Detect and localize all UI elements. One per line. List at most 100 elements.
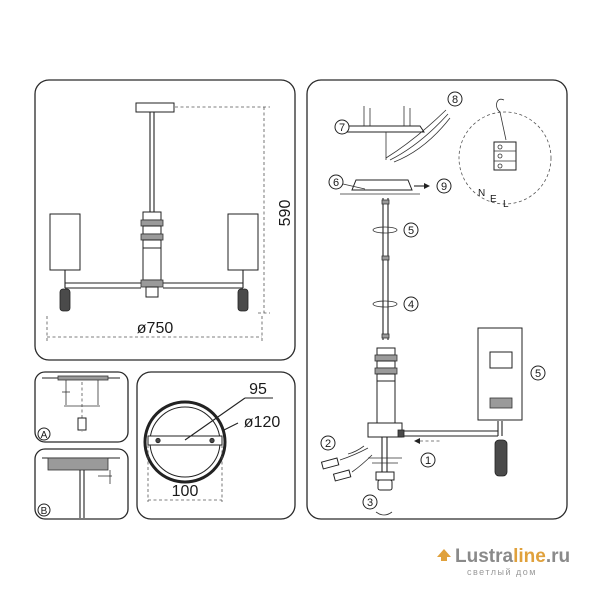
terminal-screw [497, 153, 503, 159]
canopy-panel-frame [136, 371, 296, 520]
terminal-screw [497, 144, 503, 150]
brand-name-part3: .ru [546, 546, 570, 567]
detail-b-label: B [41, 506, 48, 517]
callout-8-badge [447, 91, 463, 107]
callout-6-leader [342, 183, 366, 190]
glass-shade-left [49, 213, 81, 271]
canopy-panel: 95 ø120 100 [136, 371, 296, 520]
canopy-section [47, 457, 109, 471]
detail-a-frame [34, 371, 129, 443]
callout-4-label: 4 [408, 299, 414, 311]
callout-1-badge [420, 452, 436, 468]
callout-3-label: 3 [367, 497, 373, 509]
callout-4-badge [403, 296, 419, 312]
callout-6-badge [328, 174, 344, 190]
dimension-panel-frame [34, 79, 296, 361]
bulb-socket [489, 397, 513, 409]
arm-socket [397, 429, 405, 438]
callout-1-label: 1 [425, 455, 431, 467]
column-ring [140, 219, 164, 227]
dimension-120-leader [223, 422, 239, 431]
connector-wire [347, 445, 365, 455]
mounting-hole [209, 437, 215, 444]
column-body [142, 247, 162, 281]
column-ring [376, 347, 396, 356]
ceiling-canopy [135, 102, 175, 113]
dimension-120-label: ø120 [244, 414, 281, 431]
callout-7-label: 7 [339, 122, 345, 134]
assembly-panel: 7 8 N E L 6 9 [306, 79, 568, 520]
detail-panel-b: B [34, 448, 129, 520]
column-ring [376, 360, 396, 369]
supply-wire [393, 117, 451, 163]
mounting-bar [147, 435, 223, 446]
column-body [376, 380, 396, 424]
terminal-block [493, 141, 517, 171]
detail-a-label: A [41, 430, 48, 441]
callout-9-label: 9 [441, 181, 447, 193]
finial-nut [375, 471, 395, 481]
dimension-95-label: 95 [249, 381, 267, 398]
brand-watermark: Lustraline.ru светлый дом [437, 546, 570, 577]
mount-plate [57, 375, 109, 381]
column-finial [145, 286, 159, 298]
column-ring [142, 239, 162, 249]
rod-joint [381, 333, 390, 339]
dimension-100-label: 100 [172, 483, 199, 500]
canopy-outer-ring [143, 400, 227, 484]
callout-5-shade-label: 5 [535, 368, 541, 380]
wire-hook [496, 98, 507, 141]
supply-wire [389, 113, 449, 161]
anchor-bolt [77, 417, 87, 431]
arrow-to-9-head [424, 183, 430, 189]
callout-2-label: 2 [325, 438, 331, 450]
callout-9-badge [436, 178, 452, 194]
candle-holder [494, 439, 508, 477]
callout-5-rod-label: 5 [408, 225, 414, 237]
brand-lamp-icon-base [441, 557, 447, 561]
dimension-panel: 590 ø750 [34, 79, 296, 361]
column-ring [374, 367, 398, 375]
candle-holder-right [237, 288, 249, 312]
glass-shade-right [227, 213, 259, 271]
dimension-95-leader [184, 397, 246, 441]
column-hub [367, 422, 403, 438]
callout-5-shade-badge [530, 365, 546, 381]
detail-panel-a: A [34, 371, 129, 443]
connector-wire [339, 447, 369, 461]
column-ring [140, 233, 164, 241]
svg-text:Lustraline.ru: Lustraline.ru [455, 546, 570, 567]
terminal-zoom-circle [458, 111, 552, 205]
detail-b-frame [34, 448, 129, 520]
column-ring [374, 354, 398, 362]
callout-8-label: 8 [452, 94, 458, 106]
brand-tagline: светлый дом [467, 567, 537, 577]
wire-label-n: N [478, 188, 485, 199]
column-ring [142, 225, 162, 235]
wire-connector [320, 457, 340, 470]
detail-b-badge [37, 503, 51, 517]
callout-3-badge [362, 494, 378, 510]
wire-label-e: E [490, 194, 497, 205]
rod-cap [381, 199, 390, 205]
rotation-mark [372, 226, 398, 234]
mounting-hole [155, 437, 161, 444]
rotation-arrow [375, 511, 393, 516]
connector-wire [351, 454, 373, 473]
callout-2-badge [320, 435, 336, 451]
wire-label-l: L [503, 199, 509, 210]
mounting-bracket [343, 125, 425, 133]
rotation-mark [372, 300, 398, 308]
column-hub [140, 279, 164, 288]
terminal-screw [497, 163, 503, 169]
callout-5-rod-badge [403, 222, 419, 238]
assembly-panel-frame [306, 79, 568, 520]
brand-name-part2: line [513, 546, 546, 567]
height-dimension-label: 590 [277, 200, 294, 227]
candle-holder-left [59, 288, 71, 312]
finial [377, 479, 393, 491]
rod-joint [381, 255, 390, 261]
brand-name-part1: Lustra [455, 546, 514, 567]
callout-6-label: 6 [333, 177, 339, 189]
